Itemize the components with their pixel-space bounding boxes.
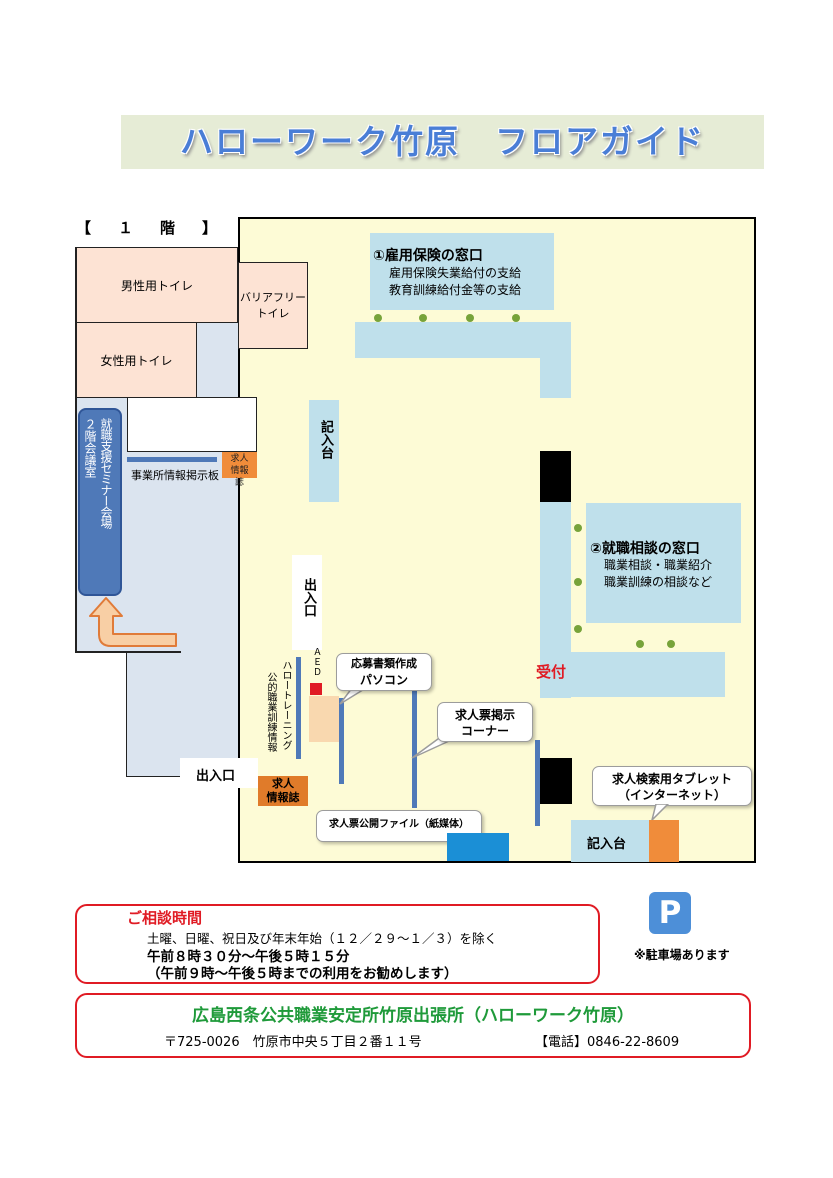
hours-closed-days: 土曜、日曜、祝日及び年末年始（１２／２９～１／３）を除く (147, 931, 498, 946)
parking-note: ※駐車場あります (634, 948, 730, 962)
tablet-callout-pointer (650, 804, 670, 823)
counter2-panel (586, 503, 741, 623)
title-band (121, 115, 764, 169)
job-board-callout: 求人票掲示 コーナー (437, 702, 533, 742)
tablet-station (649, 820, 679, 862)
left-bottom-wall (75, 651, 181, 653)
side-entrance (292, 555, 322, 650)
hello-training-label: ハロートレーニング (280, 660, 291, 750)
aed-box (310, 683, 322, 695)
chair-dot (667, 640, 675, 648)
parking-icon: P (649, 892, 691, 934)
job-info-small-label: 求人情報誌 (230, 454, 249, 488)
hours-heading: ご相談時間 (127, 909, 203, 927)
chair-dot (512, 314, 520, 322)
chair-dot (374, 314, 382, 322)
writing-desk-vertical-label: 記入台 (318, 420, 333, 459)
counter2-desk (540, 652, 725, 697)
counter1-desk-side (540, 322, 571, 398)
chair-dot (574, 578, 582, 586)
hours-time: 午前８時３０分～午後５時１５分 (147, 949, 350, 965)
womens-toilet-label: 女性用トイレ (100, 353, 173, 368)
reception-label: 受付 (536, 663, 567, 681)
floor-label: 【 １ 階 】 (76, 219, 224, 237)
mens-toilet: 男性用トイレ (76, 247, 238, 323)
public-training-info-label: 公的職業訓練情報 (265, 672, 276, 752)
womens-toilet: 女性用トイレ (76, 322, 197, 398)
counter2-line1: 職業相談・職業紹介 (604, 558, 713, 572)
job-info-bottom: 求人 情報誌 (258, 776, 308, 806)
office-room (127, 397, 257, 452)
parking-icon-letter: P (658, 895, 682, 931)
pc-callout: 応募書類作成 パソコン (336, 653, 432, 691)
left-wall (75, 247, 77, 652)
file-callout-label: 求人票公開ファイル（紙媒体） (329, 819, 469, 830)
tablet-callout-label-1: 求人検索用タブレット (611, 772, 732, 786)
barrier-free-toilet-label-1: バリアフリー (240, 290, 306, 304)
business-board-bar (127, 457, 217, 462)
page-title: ハローワーク竹原 フロアガイド (180, 122, 705, 161)
pc-callout-label-2: パソコン (359, 673, 408, 687)
tablet-callout: 求人検索用タブレット （インターネット） (592, 766, 752, 806)
office-phone: 【電話】0846-22-8609 (535, 1035, 680, 1050)
pillar (540, 451, 571, 502)
tablet-callout-label-2: （インターネット） (617, 788, 726, 802)
counter1-panel (370, 233, 554, 310)
writing-desk-bottom (571, 820, 649, 862)
barrier-free-toilet-label-2: トイレ (256, 306, 290, 320)
pc-callout-label-1: 応募書類作成 (351, 657, 417, 670)
job-info-small: 求人情報誌 (222, 452, 257, 488)
counter2-line2: 職業訓練の相談など (604, 575, 713, 589)
pillar (540, 758, 572, 804)
up-arrow-icon (89, 597, 177, 647)
training-board-bar (296, 657, 301, 759)
counter1-line2: 教育訓練給付金等の支給 (389, 283, 522, 297)
writing-desk-vertical (309, 400, 339, 502)
job-board-bar (412, 690, 417, 808)
job-board-callout-label-2: コーナー (460, 724, 509, 738)
office-box (75, 993, 751, 1058)
counter1-desk (355, 322, 571, 358)
mens-toilet-label: 男性用トイレ (120, 278, 193, 293)
job-board-bar (535, 740, 540, 826)
job-info-bottom-label-2: 情報誌 (266, 791, 300, 804)
chair-dot (636, 640, 644, 648)
bottom-entrance (180, 758, 258, 788)
training-desk (309, 696, 339, 742)
job-info-bottom-label-1: 求人 (272, 777, 294, 790)
seminar-room-sub-label: 就職支援セミナー会場 (99, 418, 113, 528)
counter1-line1: 雇用保険失業給付の支給 (389, 266, 522, 280)
job-board-callout-label-1: 求人票掲示 (454, 708, 515, 722)
chair-dot (419, 314, 427, 322)
office-address: 〒725-0026 竹原市中央５丁目２番１１号 (164, 1035, 422, 1050)
hours-recommendation: （午前９時～午後５時までの利用をお勧めします） (147, 966, 458, 982)
hours-box (75, 904, 600, 984)
chair-dot (574, 524, 582, 532)
office-name: 広島西条公共職業安定所竹原出張所（ハローワーク竹原） (192, 1006, 634, 1026)
counter2-title: ②就職相談の窓口 (590, 541, 700, 557)
job-board-bar (339, 698, 344, 784)
business-board-label: 事業所情報掲示板 (131, 469, 219, 482)
seminar-room (78, 408, 122, 596)
side-entrance-label: 出入口 (301, 578, 316, 617)
counter1-title: ①雇用保険の窓口 (373, 248, 483, 264)
chair-dot (466, 314, 474, 322)
chair-dot (574, 625, 582, 633)
aed-label: ＡＥＤ (313, 648, 323, 678)
file-cabinet (447, 833, 509, 861)
seminar-room-label: ２階会議室 (83, 418, 97, 478)
barrier-free-toilet: バリアフリー トイレ (238, 262, 308, 349)
bottom-entrance-label: 出入口 (196, 769, 236, 784)
writing-desk-bottom-label: 記入台 (587, 837, 627, 852)
